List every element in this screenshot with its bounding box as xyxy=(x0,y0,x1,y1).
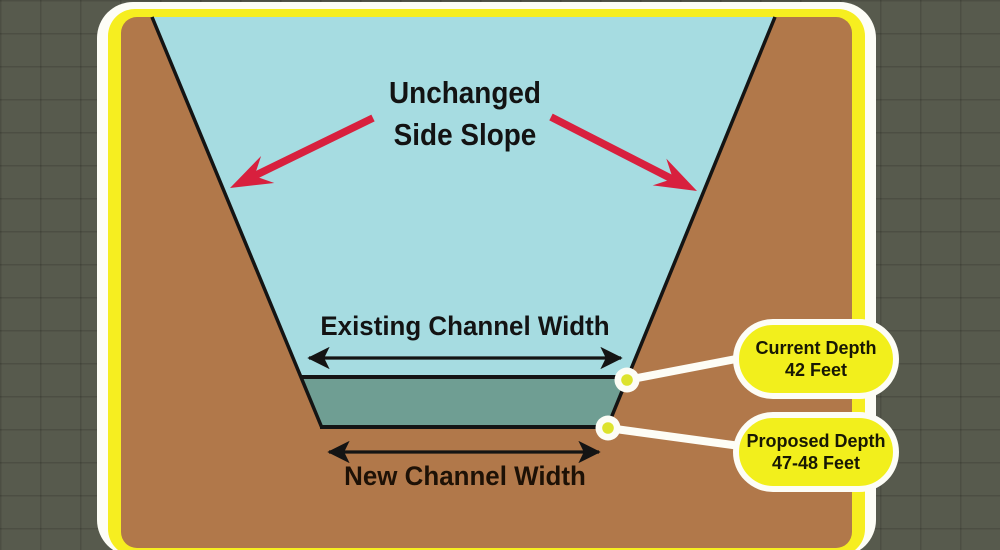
callout-current-depth: Current Depth 42 Feet xyxy=(733,319,899,399)
red-arrow-right-icon xyxy=(549,113,697,191)
callout-proposed-depth: Proposed Depth 47-48 Feet xyxy=(733,412,899,492)
proposed-depth-marker-icon xyxy=(595,415,621,441)
dredge-depth-layer xyxy=(301,378,628,428)
callout-proposed-depth-title: Proposed Depth xyxy=(746,431,886,451)
water-area xyxy=(152,17,775,378)
callout-current-depth-value: 42 Feet xyxy=(784,360,848,380)
red-arrow-left-icon xyxy=(230,114,375,188)
callout-current-depth-title: Current Depth xyxy=(755,338,877,358)
existing-channel-width-label: Existing Channel Width xyxy=(320,311,610,341)
side-slope-label-line1: Unchanged xyxy=(389,75,541,110)
left-side-slope-line xyxy=(150,16,324,429)
side-slope-label-line2: Side Slope xyxy=(393,117,537,152)
current-depth-marker-icon xyxy=(614,367,640,393)
new-channel-width-label: New Channel Width xyxy=(344,461,586,491)
side-slope-label: Unchanged Side Slope xyxy=(335,72,596,156)
callout-proposed-depth-value: 47-48 Feet xyxy=(771,453,861,473)
right-side-slope-line xyxy=(605,16,777,429)
